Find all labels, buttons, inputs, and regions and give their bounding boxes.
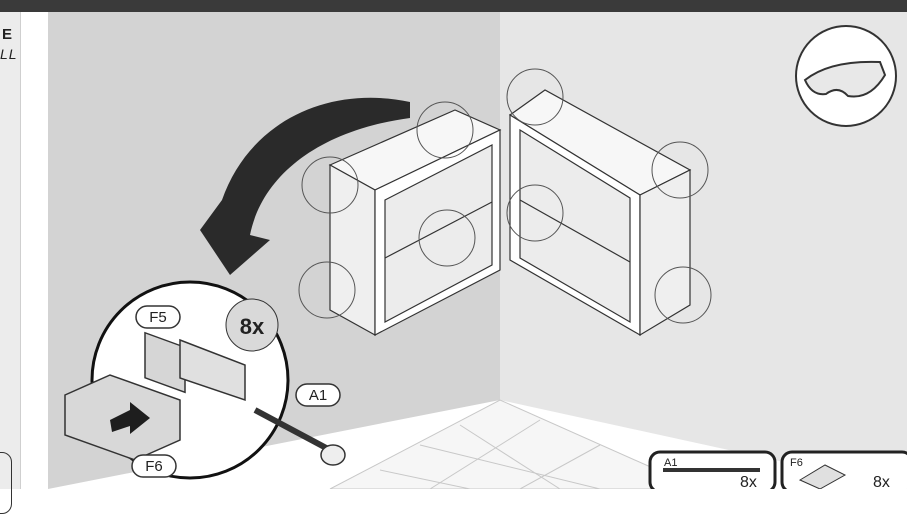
floor-tiles [329, 399, 701, 489]
callout-f6: F6 [131, 454, 177, 478]
f5-bracket-plate [179, 338, 246, 402]
callout-f5-text: F5 [149, 309, 167, 326]
screw-icon [253, 407, 332, 453]
safety-glasses-icon [803, 60, 887, 98]
quantity-badge-text: 8x [240, 314, 265, 339]
left-panel-title: E [2, 26, 13, 43]
insert-arrow-icon [110, 402, 150, 434]
rotate-arrow-icon [200, 97, 410, 275]
callout-f6-text: F6 [145, 458, 163, 475]
left-side-panel: E LL [0, 12, 21, 514]
top-bar [0, 0, 907, 12]
parts-legend-a1: A1 8x [648, 450, 777, 489]
highlight-circles [298, 68, 712, 324]
legend-a1-id: A1 [664, 457, 677, 469]
callout-a1: A1 [295, 383, 341, 407]
legend-a1-count: 8x [740, 474, 757, 489]
legend-f6-id: F6 [790, 457, 803, 469]
assembly-illustration: 8x F5 F6 A1 A1 8x F6 8x [48, 12, 907, 489]
callout-a1-text: A1 [309, 387, 327, 404]
left-panel-subtitle: LL [0, 46, 18, 62]
cabinet-left [328, 109, 502, 337]
quantity-badge [225, 298, 279, 352]
parts-legend-f6: F6 8x [780, 450, 907, 489]
legend-f6-count: 8x [873, 474, 890, 489]
callout-f5: F5 [135, 305, 181, 329]
